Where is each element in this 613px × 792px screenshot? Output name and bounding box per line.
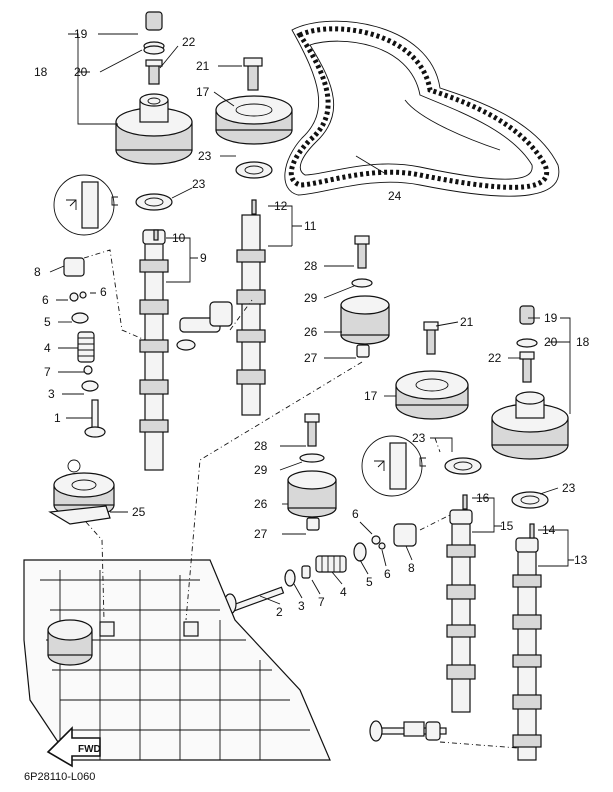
cam-pulley-assembly-upper-left: [115, 11, 193, 165]
camshaft-left: [139, 229, 169, 471]
callout-18-right: 18: [576, 335, 590, 349]
callout-27-lower: 27: [254, 527, 268, 541]
cam-pulley-assembly-right: [491, 305, 569, 509]
valve-assembly-bottom-right: [369, 720, 447, 742]
callout-19-right: 19: [544, 311, 558, 325]
callout-23-right-b: 23: [562, 481, 576, 495]
valve-train-lower: [223, 523, 417, 615]
callout-4-left: 4: [44, 341, 51, 355]
valve-train-left: [63, 257, 106, 438]
callout-17-right: 17: [364, 389, 378, 403]
callout-8-lower: 8: [408, 561, 415, 575]
callout-1: 1: [54, 411, 61, 425]
callout-22-upper: 22: [182, 35, 196, 49]
callout-6-lower-a: 6: [352, 507, 359, 521]
belt-tensioner-25: [48, 459, 115, 525]
callout-23-right-a: 23: [412, 431, 426, 445]
callout-14: 14: [542, 523, 556, 537]
callout-9: 9: [200, 251, 207, 265]
callout-11: 11: [304, 219, 317, 233]
tensioner-parts-lower: [287, 413, 337, 531]
callout-27-upper: 27: [304, 351, 318, 365]
callout-25: 25: [132, 505, 146, 519]
callout-20-right: 20: [544, 335, 558, 349]
callout-17-upper: 17: [196, 85, 210, 99]
tensioner-parts-upper: [340, 235, 390, 358]
lubricant-reference-icon-right: [361, 435, 426, 497]
drawing-code: 6P28110-L060: [24, 771, 95, 783]
callout-3-left: 3: [48, 387, 55, 401]
camshaft-middle: [176, 199, 266, 416]
callout-26-lower: 26: [254, 497, 268, 511]
callout-24: 24: [388, 189, 402, 203]
callout-3-lower: 3: [298, 599, 305, 613]
callout-29-lower: 29: [254, 463, 268, 477]
callout-20-upper: 20: [74, 65, 88, 79]
callout-12: 12: [274, 199, 288, 213]
cam-sprocket-right: [395, 321, 482, 475]
callout-labels: 19 20 18 22 21 17 23 23 12 11 10 9 8 6 6…: [34, 27, 590, 619]
callout-18-upper: 18: [34, 65, 48, 79]
callout-5-lower: 5: [366, 575, 373, 589]
callout-26-upper: 26: [304, 325, 318, 339]
callout-23-upper-mid: 23: [198, 149, 212, 163]
callout-5-left: 5: [44, 315, 51, 329]
callout-6-left-b: 6: [100, 285, 107, 299]
leader-lines: [49, 33, 574, 749]
callout-7-left: 7: [44, 365, 51, 379]
callout-21-upper: 21: [196, 59, 210, 73]
callout-29-upper: 29: [304, 291, 318, 305]
callout-2: 2: [276, 605, 283, 619]
fwd-label: FWD: [78, 744, 101, 755]
callout-22-right: 22: [488, 351, 502, 365]
timing-belt: [284, 20, 560, 197]
callout-23-upper-left: 23: [192, 177, 206, 191]
callout-13: 13: [574, 553, 588, 567]
callout-4-lower: 4: [340, 585, 347, 599]
callout-19-upper: 19: [74, 27, 88, 41]
callout-28-lower: 28: [254, 439, 268, 453]
lubricant-reference-icon-left: [53, 174, 118, 236]
camshaft-right-15: [446, 494, 476, 713]
cam-sprocket-upper: [215, 57, 293, 179]
callout-6-lower-b: 6: [384, 567, 391, 581]
callout-15: 15: [500, 519, 514, 533]
fwd-arrow-icon: [46, 726, 101, 768]
callout-28-upper: 28: [304, 259, 318, 273]
camshaft-right-13: [512, 523, 542, 761]
callout-7-lower: 7: [318, 595, 325, 609]
callout-16: 16: [476, 491, 490, 505]
callout-10: 10: [172, 231, 186, 245]
cylinder-head: [23, 559, 331, 761]
callout-6-left-a: 6: [42, 293, 49, 307]
callout-21-right: 21: [460, 315, 474, 329]
callout-8-left: 8: [34, 265, 41, 279]
oil-seal-left: [135, 193, 173, 211]
